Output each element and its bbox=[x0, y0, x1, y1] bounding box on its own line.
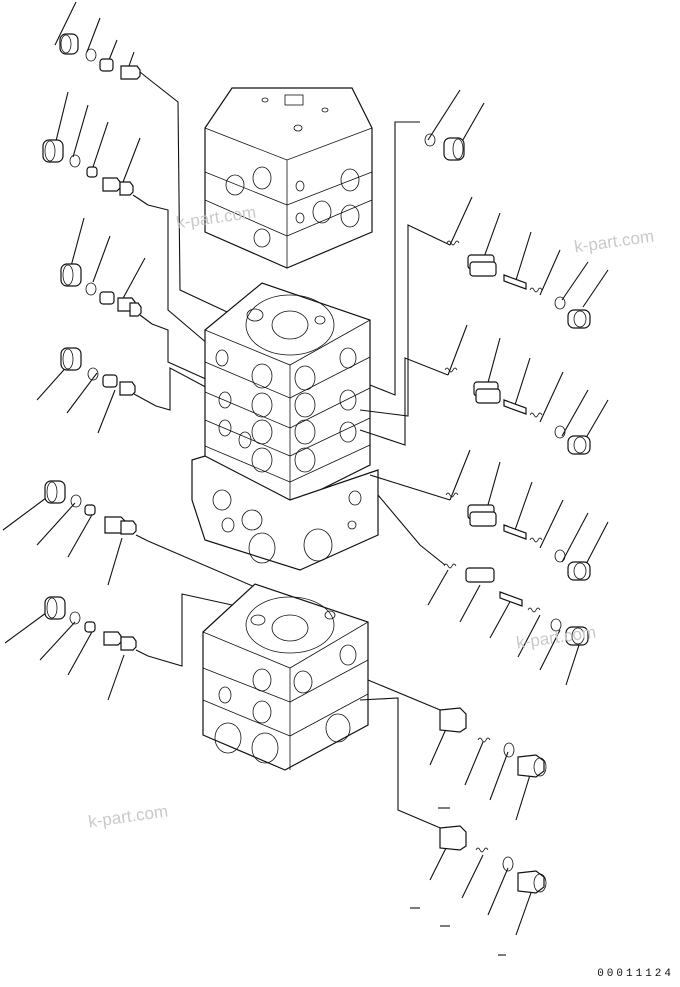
spool-row-2 bbox=[444, 367, 591, 455]
right-parts bbox=[410, 133, 591, 956]
spool-row-4 bbox=[443, 563, 589, 646]
valve-bottom-section bbox=[202, 583, 369, 771]
valve-middle-stack bbox=[191, 282, 379, 571]
relief-valve-2 bbox=[439, 825, 547, 894]
right-leader-lines bbox=[359, 89, 609, 936]
valve-top-section bbox=[204, 87, 373, 269]
drawing-number: 00011124 bbox=[597, 968, 674, 980]
relief-valve-1 bbox=[439, 707, 547, 778]
spool-row-3 bbox=[445, 492, 591, 581]
left-parts bbox=[42, 33, 157, 657]
spool-row-1 bbox=[446, 240, 591, 329]
